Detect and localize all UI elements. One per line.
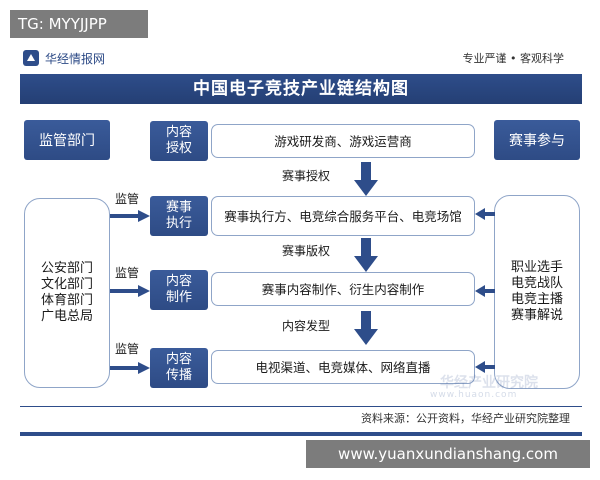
flow-label: 赛事授权 — [282, 169, 331, 183]
left-arrow-icon — [475, 361, 495, 373]
stage-label-event-execution: 赛事 执行 — [150, 196, 208, 236]
stage-content-box: 赛事内容制作、衍生内容制作 — [211, 272, 475, 306]
stage-content-box: 赛事执行方、电竞综合服务平台、电竞场馆 — [211, 196, 475, 236]
down-arrow-icon — [354, 311, 378, 345]
supervise-label: 监管 — [115, 342, 140, 356]
footer-source: 资料来源：公开资料，华经产业研究院整理 — [361, 412, 570, 425]
agency-item: 文化部门 — [40, 277, 93, 292]
flow-label: 内容发型 — [282, 319, 331, 333]
stage-content-box: 电视渠道、电竞媒体、网络直播 — [211, 350, 475, 384]
tag-overlay: TG: MYYJJPP — [10, 10, 148, 38]
participant-item: 电竞战队 — [510, 276, 563, 291]
stage-label-content-production: 内容 制作 — [150, 270, 208, 310]
agency-item: 体育部门 — [40, 293, 93, 308]
stage-content-box: 游戏研发商、游戏运营商 — [211, 124, 475, 158]
down-arrow-icon — [354, 238, 378, 272]
supervise-label: 监管 — [115, 266, 140, 280]
left-arrow-icon — [475, 208, 495, 220]
participant-item: 电竞主播 — [510, 292, 563, 307]
watermark-url: www.huaon.com — [430, 390, 518, 400]
footer-bar — [20, 432, 582, 436]
stage-label-content-distribution: 内容 传播 — [150, 348, 208, 388]
left-arrow-icon — [475, 285, 495, 297]
right-arrow-icon — [110, 285, 150, 297]
brand-logo-icon — [23, 50, 39, 66]
stage-label-line: 授权 — [165, 141, 192, 156]
agency-item: 公安部门 — [40, 261, 93, 276]
stage-label-line: 执行 — [165, 216, 192, 231]
stage-label-line: 赛事 — [165, 200, 192, 215]
right-arrow-icon — [110, 210, 150, 222]
flow-label: 赛事版权 — [282, 244, 331, 258]
regulatory-agencies-box: 公安部门 文化部门 体育部门 广电总局 — [24, 198, 110, 388]
stage-label-content-licensing: 内容 授权 — [150, 121, 208, 161]
agency-item: 广电总局 — [40, 309, 93, 324]
stage-label-line: 内容 — [165, 125, 192, 140]
site-url-overlay: www.yuanxundianshang.com — [306, 440, 590, 468]
stage-label-line: 传播 — [165, 368, 192, 383]
competition-participation-header: 赛事参与 — [494, 120, 580, 160]
stage-label-line: 内容 — [165, 352, 192, 367]
footer-divider — [20, 406, 582, 407]
participant-item: 职业选手 — [510, 260, 563, 275]
brand-name: 华经情报网 — [45, 51, 106, 66]
supervise-label: 监管 — [115, 192, 140, 206]
right-arrow-icon — [110, 362, 150, 374]
brand: 华经情报网 — [22, 48, 105, 68]
down-arrow-icon — [354, 162, 378, 196]
participant-item: 赛事解说 — [510, 308, 563, 323]
stage-label-line: 制作 — [165, 290, 192, 305]
watermark-text: 华经产业研究院 — [440, 375, 538, 391]
participants-box: 职业选手 电竞战队 电竞主播 赛事解说 — [494, 195, 580, 389]
page-title: 中国电子竞技产业链结构图 — [20, 74, 582, 104]
stage-label-line: 内容 — [165, 274, 192, 289]
regulatory-dept-header: 监管部门 — [24, 120, 110, 160]
slogan: 专业严谨 • 客观科学 — [462, 52, 564, 65]
